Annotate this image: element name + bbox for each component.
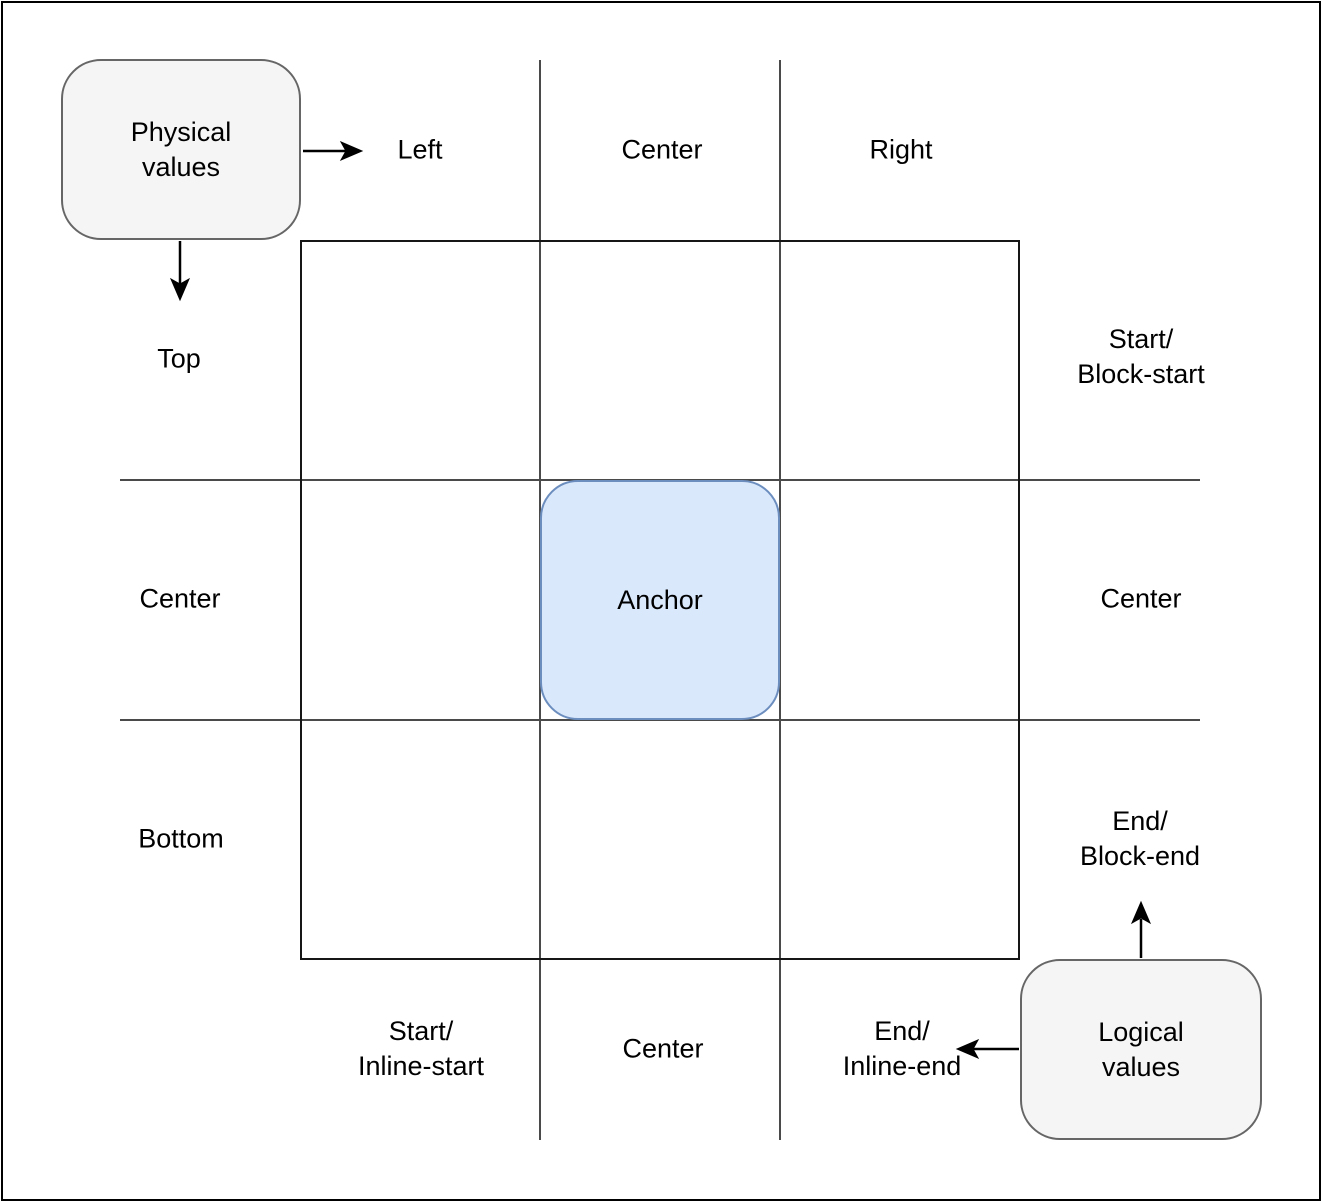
label-start-block-start: Start/ Block-start	[1077, 324, 1205, 389]
label-start-inline-start: Start/ Inline-start	[357, 1016, 485, 1081]
logical-values-label: Logical values	[1098, 1016, 1184, 1082]
physical-values-label: Physical values	[130, 116, 232, 182]
label-left: Left	[397, 134, 443, 165]
label-center-right: Center	[1100, 583, 1182, 614]
label-center-top: Center	[621, 134, 703, 165]
physical-values-box: Physical values	[61, 59, 301, 240]
grid-horizontal-line-bottom	[120, 719, 1200, 721]
label-center-bottom: Center	[622, 1033, 704, 1064]
label-end-inline-end: End/ Inline-end	[842, 1016, 962, 1081]
grid-vertical-line-right	[779, 60, 781, 1140]
label-bottom: Bottom	[138, 823, 224, 854]
arrow-down-icon	[169, 241, 191, 302]
arrow-left-icon	[955, 1038, 1019, 1060]
label-center-left: Center	[139, 583, 221, 614]
logical-values-box: Logical values	[1020, 959, 1262, 1140]
anchor-box: Anchor	[540, 480, 780, 720]
anchor-label: Anchor	[617, 584, 703, 615]
arrow-right-icon	[303, 140, 364, 162]
grid-inner-square	[300, 240, 1020, 960]
label-top: Top	[157, 343, 201, 374]
label-end-block-end: End/ Block-end	[1079, 806, 1201, 871]
label-right: Right	[869, 134, 933, 165]
arrow-up-icon	[1130, 900, 1152, 958]
